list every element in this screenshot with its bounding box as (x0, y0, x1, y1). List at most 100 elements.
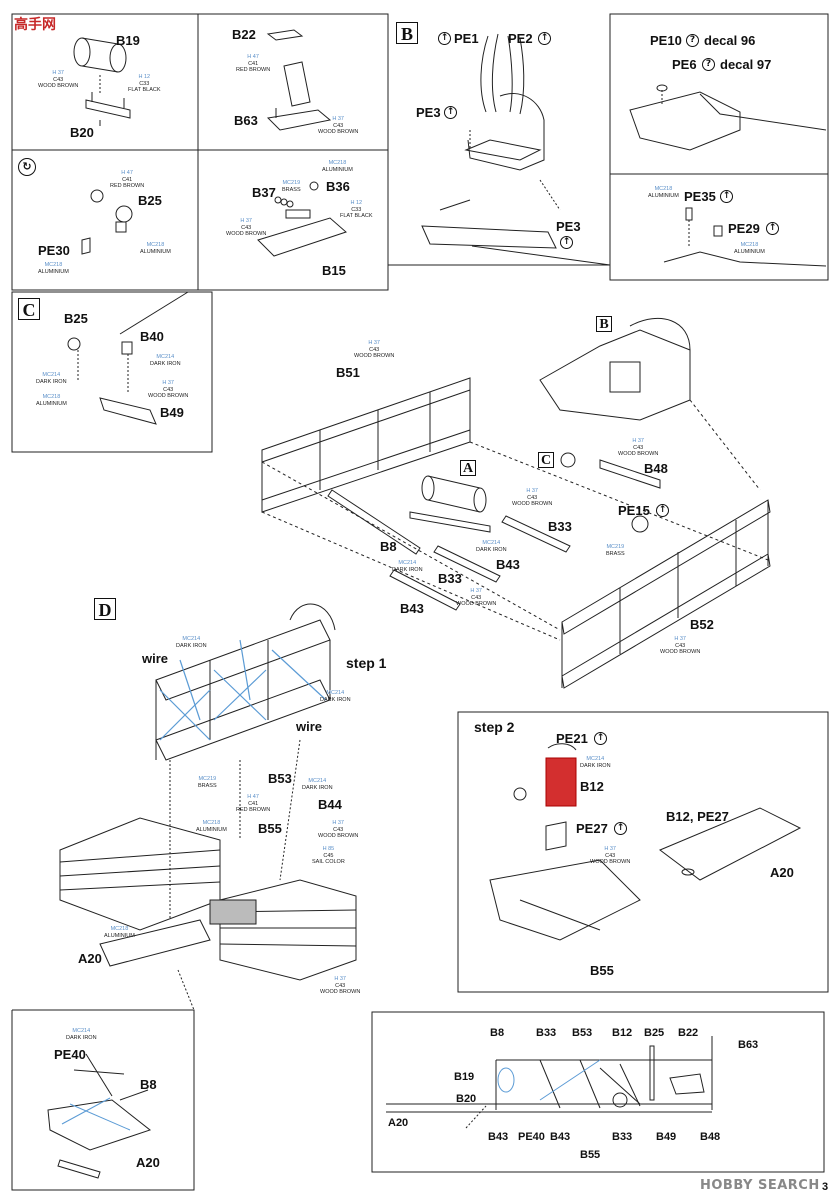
decal-label-96: decal 96 (704, 33, 756, 48)
side-label-b55: B55 (580, 1149, 601, 1161)
panel-b22-border (197, 13, 389, 151)
section-c-ref: C (538, 452, 554, 468)
part-b43-rod-shape (389, 569, 461, 611)
part-b33-rod-shape (433, 515, 571, 583)
part-label-b37: B37 (252, 185, 276, 200)
photo-etch-icon: ↑ (444, 106, 457, 119)
part-label-b43-lower: B43 (400, 601, 424, 616)
rotate-view-icon: ↻ (18, 158, 36, 176)
part-label-b22: B22 (232, 27, 256, 42)
photo-etch-icon: ↑ (614, 822, 627, 835)
side-label-b22: B22 (678, 1027, 699, 1039)
page-number: 3 (822, 1181, 829, 1193)
part-label-b52: B52 (690, 617, 714, 632)
section-b-ref: B (596, 316, 612, 332)
part-label-pe10: PE10 (650, 33, 682, 48)
side-label-b25: B25 (644, 1027, 665, 1039)
fuselage-assembly-shape (155, 603, 336, 761)
wire-label-2: wire (296, 719, 323, 734)
wing-floor-a20-shape (59, 817, 357, 981)
part-label-b53: B53 (268, 771, 292, 786)
part-label-b33-lower: B33 (438, 571, 462, 586)
part-label-b51: B51 (336, 365, 360, 380)
section-a-ref: A (460, 460, 476, 476)
part-label-b20: B20 (70, 125, 94, 140)
part-label-b44: B44 (318, 797, 342, 812)
part-label-b33: B33 (548, 519, 572, 534)
part-label-pe29: PE29 (728, 221, 760, 236)
panel-pe35-border (609, 173, 829, 281)
photo-etch-icon: ↑ (538, 32, 551, 45)
part-label-pe35: PE35 (684, 189, 716, 204)
main-frame-shape (261, 377, 771, 689)
part-label-pe6: PE6 (672, 57, 697, 72)
question-icon: ? (702, 58, 715, 71)
part-label-b25-c: B25 (64, 311, 88, 326)
part-label-b15: B15 (322, 263, 346, 278)
part-b19-shape (73, 37, 127, 73)
part-b22-shape (266, 29, 332, 131)
side-label-b43-2: B43 (550, 1131, 571, 1143)
part-label-a20-pe40: A20 (136, 1155, 160, 1170)
photo-etch-icon: ↑ (656, 504, 669, 517)
panel-b37-border (197, 149, 389, 291)
part-label-b25: B25 (138, 193, 162, 208)
part-label-a20-step2: A20 (770, 865, 794, 880)
photo-etch-icon: ↑ (560, 236, 573, 249)
part-b8-rod-shape (327, 489, 421, 555)
part-pe10-shape (629, 84, 827, 151)
side-label-b12: B12 (612, 1027, 633, 1039)
side-label-b63: B63 (738, 1039, 759, 1051)
side-label-b49: B49 (656, 1131, 677, 1143)
section-c-marker: C (18, 298, 40, 320)
part-label-pe1: PE1 (454, 31, 479, 46)
step-1-label: step 1 (346, 655, 387, 671)
part-label-pe3-lower: PE3 (556, 219, 581, 234)
side-label-b19: B19 (454, 1071, 475, 1083)
side-label-b33: B33 (536, 1027, 557, 1039)
part-label-pe30: PE30 (38, 243, 70, 258)
part-label-a20: A20 (78, 951, 102, 966)
side-label-b20: B20 (456, 1093, 477, 1105)
side-label-b8: B8 (490, 1027, 505, 1039)
part-b48-shape (599, 459, 661, 489)
part-label-b43: B43 (496, 557, 520, 572)
side-label-a20: A20 (388, 1117, 409, 1129)
photo-etch-icon: ↑ (594, 732, 607, 745)
section-d-marker: D (94, 598, 116, 620)
wire-label-1: wire (142, 651, 169, 666)
part-label-b55: B55 (258, 821, 282, 836)
panel-step2-border (457, 711, 829, 993)
part-pe40-shape (47, 1053, 152, 1179)
part-seat-b-shape (421, 33, 557, 249)
part-label-pe3: PE3 (416, 105, 441, 120)
part-label-b12-pe27: B12, PE27 (666, 809, 729, 824)
part-label-b48: B48 (644, 461, 668, 476)
photo-etch-icon: ↑ (766, 222, 779, 235)
decal-label-97: decal 97 (720, 57, 772, 72)
side-label-b33-2: B33 (612, 1131, 633, 1143)
photo-etch-icon: ↑ (720, 190, 733, 203)
